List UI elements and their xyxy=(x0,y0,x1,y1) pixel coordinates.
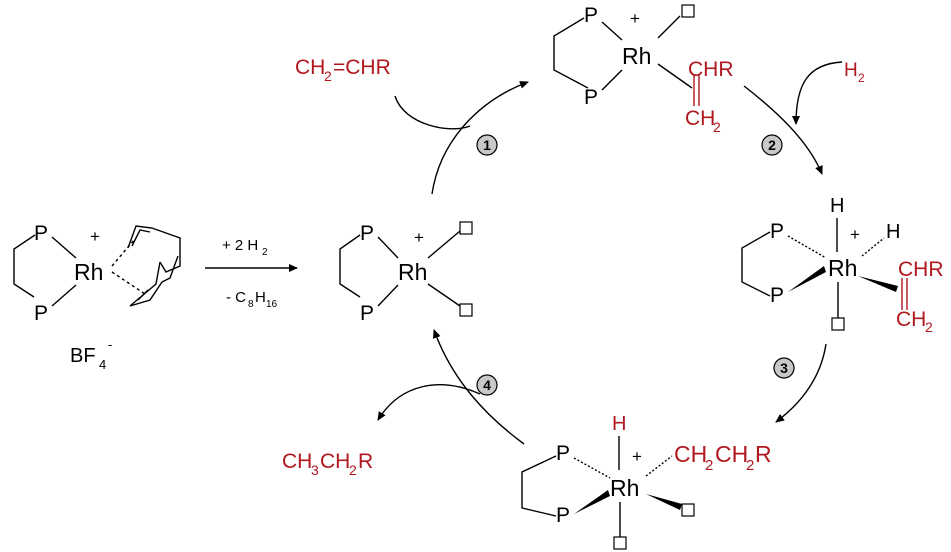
precatalyst-p-top: P xyxy=(34,222,48,245)
alkene-complex-metal: Rh xyxy=(622,43,651,69)
vacant-site-icon xyxy=(459,303,473,317)
alkyl-hydride-charge: + xyxy=(632,447,642,466)
activation-byproduct-sub2: 16 xyxy=(266,299,278,310)
product-b-sub: 2 xyxy=(349,462,357,478)
alkene-complex-ch2: CH xyxy=(685,107,715,130)
counterion-sub: 4 xyxy=(99,357,106,372)
step-2-badge: 2 xyxy=(761,134,783,156)
alkene-complex-charge: + xyxy=(630,9,640,28)
step-4-number: 4 xyxy=(483,377,491,393)
activation-reagent: + 2 H xyxy=(222,237,258,254)
alkyl-a: CH xyxy=(674,441,707,467)
reactant-h-sub: 2 xyxy=(858,71,865,85)
activation-byproduct-sub1: 8 xyxy=(248,299,254,310)
dihydride-p-top: P xyxy=(770,220,784,243)
activation-byproduct-prefix: - C xyxy=(226,289,246,306)
product-exit-arrow xyxy=(377,384,481,421)
step-1-number: 1 xyxy=(483,137,491,153)
alkyl-hydride-metal: Rh xyxy=(610,475,639,501)
product-a: CH xyxy=(282,450,312,473)
reactant-alkene-b: =CHR xyxy=(333,56,391,79)
alkene-complex-ch2-sub: 2 xyxy=(713,119,721,135)
step-3-badge: 3 xyxy=(773,357,795,379)
alkyl-b-sub: 2 xyxy=(746,457,754,474)
product-b: CH xyxy=(320,450,350,473)
alkyl-hydride-complex: P P Rh + H CH 2 CH 2 R xyxy=(521,413,772,550)
alkene-complex-bridge xyxy=(553,17,589,89)
alkene-complex-p-bottom: P xyxy=(584,86,598,109)
vacant-site-icon xyxy=(681,503,695,517)
dihydride-ch2: CH xyxy=(896,308,926,331)
reactant-h: H xyxy=(844,60,858,81)
dihydride-metal: Rh xyxy=(828,255,857,281)
active-catalyst-bridge xyxy=(339,234,361,298)
activation-byproduct-mid: H xyxy=(255,289,266,306)
vacant-site-icon xyxy=(681,4,695,18)
vacant-site-icon xyxy=(613,536,627,550)
alkene-complex-p-top: P xyxy=(584,4,598,27)
step-4-badge: 4 xyxy=(476,374,498,396)
active-catalyst: P P Rh + xyxy=(339,221,473,325)
activation-step: + 2 H 2 - C 8 H 16 xyxy=(205,237,298,310)
active-catalyst-p-top: P xyxy=(360,222,374,245)
alkene-complex: P P Rh + CHR CH 2 xyxy=(553,4,734,135)
alkyl-hydride-h: H xyxy=(612,413,626,435)
alkene-entry-arrow xyxy=(394,95,471,130)
h2-entry-arrow xyxy=(792,61,843,125)
active-catalyst-metal: Rh xyxy=(398,259,427,285)
alkene-complex-chr: CHR xyxy=(688,58,734,81)
alkyl-hydride-bridge xyxy=(521,455,557,517)
alkyl-c: R xyxy=(755,441,772,467)
reactant-alkene: CH 2 =CHR xyxy=(295,56,391,84)
step-3-number: 3 xyxy=(780,360,788,376)
counterion: BF xyxy=(70,345,96,367)
precatalyst: P P Rh + BF 4 - xyxy=(13,222,181,372)
dihydride-ch2-sub: 2 xyxy=(925,319,933,335)
active-catalyst-charge: + xyxy=(414,228,424,247)
product: CH 3 CH 2 R xyxy=(282,450,373,478)
dihydride-complex: P P Rh + H H CHR CH 2 xyxy=(741,195,944,335)
alkyl-a-sub: 2 xyxy=(705,457,713,474)
step-2-arrow xyxy=(743,85,823,175)
cod-ligand xyxy=(111,225,181,307)
dihydride-charge: + xyxy=(850,225,860,244)
counterion-sup: - xyxy=(108,337,112,352)
vacant-site-icon xyxy=(459,221,473,235)
cycle-arrows xyxy=(377,61,843,445)
alkyl-hydride-p-bottom: P xyxy=(556,504,570,527)
step-1-arrow xyxy=(431,81,529,195)
reactant-alkene-a: CH xyxy=(295,56,325,79)
reactant-hydrogen: H 2 xyxy=(844,60,865,85)
step-1-badge: 1 xyxy=(476,134,498,156)
vacant-site-icon xyxy=(831,317,845,331)
precatalyst-p-bottom: P xyxy=(34,302,48,325)
activation-reagent-sub: 2 xyxy=(262,247,268,258)
alkyl-hydride-p-top: P xyxy=(556,442,570,465)
reactant-alkene-a-sub: 2 xyxy=(324,68,332,84)
precatalyst-ethylene-bridge xyxy=(13,234,36,298)
product-a-sub: 3 xyxy=(311,462,319,478)
dihydride-chr: CHR xyxy=(898,258,944,281)
step-3-arrow xyxy=(775,343,827,423)
alkyl-b: CH xyxy=(715,441,748,467)
step-2-number: 2 xyxy=(768,137,776,153)
product-c: R xyxy=(358,450,373,473)
precatalyst-charge: + xyxy=(90,227,100,246)
dihydride-p-bottom: P xyxy=(770,284,784,307)
dihydride-h-top: H xyxy=(830,195,844,217)
step-4-arrow xyxy=(432,329,525,445)
active-catalyst-p-bottom: P xyxy=(360,302,374,325)
dihydride-bridge xyxy=(741,231,771,297)
precatalyst-metal: Rh xyxy=(74,259,103,285)
dihydride-h-right: H xyxy=(886,221,900,243)
